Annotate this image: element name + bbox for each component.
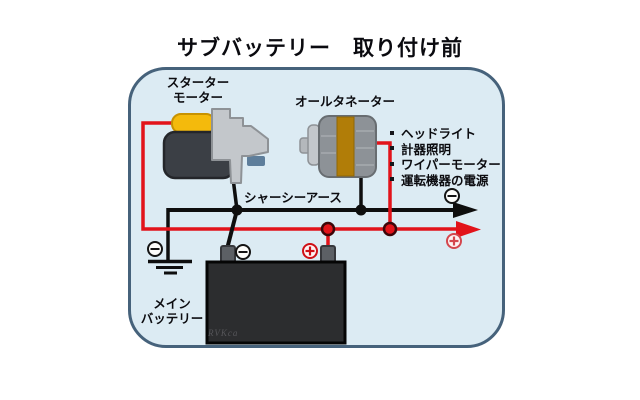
- battery-positive-icon: [302, 243, 318, 259]
- alternator-seams: [321, 130, 374, 166]
- alternator-label: オールタネーター: [295, 95, 396, 109]
- main-battery-icon: [205, 245, 347, 345]
- load-list: ヘッドライト 計器照明 ワイパーモーター 運転機器の電源: [390, 125, 501, 188]
- positive-bus-arrow: [456, 221, 481, 238]
- load-item-label: 運転機器の電源: [401, 173, 489, 188]
- bus-positive-icon: [446, 233, 462, 249]
- positive-main-line: [141, 121, 458, 231]
- alternator-icon: [299, 115, 377, 178]
- list-bullet-icon: [390, 177, 394, 182]
- starter-motor-label: スターター モーター: [158, 76, 238, 106]
- load-item-label: 計器照明: [401, 142, 452, 157]
- main-battery-label: メイン バッテリー: [136, 297, 208, 327]
- battery-watermark: RVKca: [208, 328, 239, 338]
- junction-dot-starter: [231, 204, 243, 216]
- starter-foot: [247, 156, 265, 166]
- starter-motor-icon: [162, 108, 269, 184]
- page-title: サブバッテリー 取り付け前: [177, 36, 463, 60]
- main-battery-label-line1: メイン: [153, 297, 191, 311]
- junction-dot-alternator: [355, 204, 367, 216]
- starter-motor-label-line1: スターター: [166, 76, 230, 90]
- bus-negative-icon: [444, 188, 460, 204]
- load-item-label: ヘッドライト: [401, 127, 477, 142]
- load-item-headlight: ヘッドライト: [390, 125, 501, 141]
- list-bullet-icon: [390, 146, 394, 151]
- chassis-earth-label: シャーシーアース: [244, 191, 342, 205]
- list-bullet-icon: [390, 130, 394, 135]
- main-battery-label-line2: バッテリー: [140, 312, 204, 326]
- battery-negative-icon: [235, 244, 251, 260]
- load-item-driving-equipment: 運転機器の電源: [390, 172, 501, 188]
- starter-gear-housing: [211, 108, 269, 184]
- alternator-winding-band: [336, 116, 355, 177]
- junction-dot-alternator-output: [382, 221, 398, 237]
- load-item-instrument-lighting: 計器照明: [390, 141, 501, 157]
- load-item-wiper-motor: ワイパーモーター: [390, 156, 501, 172]
- battery-negative-line: [225, 209, 239, 250]
- starter-motor-label-line2: モーター: [172, 91, 223, 105]
- alternator-output-line: [374, 141, 392, 229]
- negative-bus-arrow: [453, 202, 478, 218]
- ground-negative-icon: [147, 241, 163, 257]
- list-bullet-icon: [390, 161, 394, 166]
- junction-dot-battery-positive: [320, 221, 336, 237]
- load-item-label: ワイパーモーター: [401, 158, 501, 173]
- battery-body: [205, 260, 347, 345]
- starter-solenoid: [171, 113, 216, 134]
